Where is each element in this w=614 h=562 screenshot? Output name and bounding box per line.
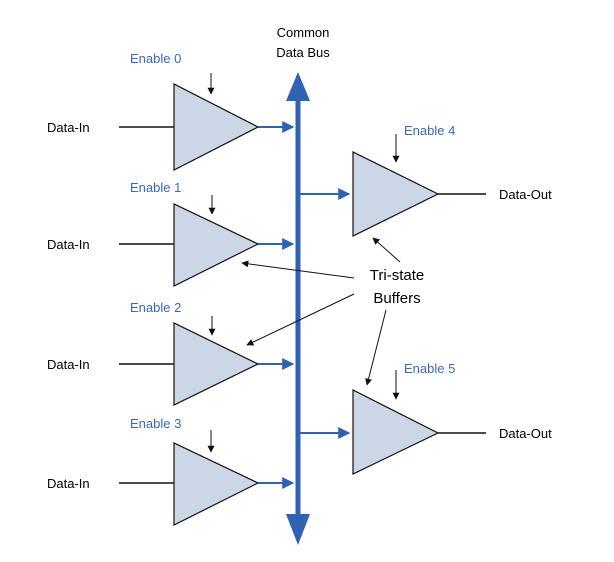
data-in-0-label: Data-In: [47, 120, 90, 135]
data-out-5-label: Data-Out: [499, 426, 552, 441]
bus-arrow-up-icon: [286, 72, 310, 101]
buffer-5-triangle: [352, 389, 440, 475]
enable-5-label: Enable 5: [404, 361, 455, 376]
enable-4-label: Enable 4: [404, 123, 455, 138]
callout-line1: Tri-state: [370, 267, 424, 284]
common-data-bus: [286, 72, 310, 545]
enable-2-label: Enable 2: [130, 300, 181, 315]
input-buffer-3: Enable 3 Data-In: [47, 416, 295, 526]
buffer-4-triangle: [352, 151, 440, 237]
callout-arrow-to-buffer-1: [241, 260, 355, 279]
buffer-0-triangle: [173, 83, 260, 171]
enable-3-label: Enable 3: [130, 416, 181, 431]
data-in-3-label: Data-In: [47, 476, 90, 491]
bus-arrow-down-icon: [286, 514, 310, 545]
buffer-3-triangle: [173, 442, 260, 526]
data-in-1-label: Data-In: [47, 237, 90, 252]
enable-1-label: Enable 1: [130, 180, 181, 195]
input-buffer-1: Enable 1 Data-In: [47, 180, 295, 287]
callout-arrow-to-buffer-5: [365, 309, 387, 386]
buffer-1-triangle: [173, 203, 260, 287]
data-out-4-label: Data-Out: [499, 187, 552, 202]
output-buffer-5: Enable 5 Data-Out: [300, 361, 552, 475]
bus-title-line2: Data Bus: [276, 45, 330, 60]
callout-arrow-to-buffer-2: [246, 293, 355, 346]
enable-0-label: Enable 0: [130, 51, 181, 66]
buffer-2-triangle: [173, 322, 260, 406]
data-in-2-label: Data-In: [47, 357, 90, 372]
input-buffer-2: Enable 2 Data-In: [47, 300, 295, 406]
output-buffer-4: Enable 4 Data-Out: [300, 123, 552, 237]
input-buffer-0: Enable 0 Data-In: [47, 51, 295, 171]
bus-title-line1: Common: [277, 25, 330, 40]
tristate-callout: Tri-state Buffers: [241, 237, 424, 386]
callout-line2: Buffers: [373, 290, 420, 307]
callout-arrow-to-buffer-4: [372, 237, 401, 263]
